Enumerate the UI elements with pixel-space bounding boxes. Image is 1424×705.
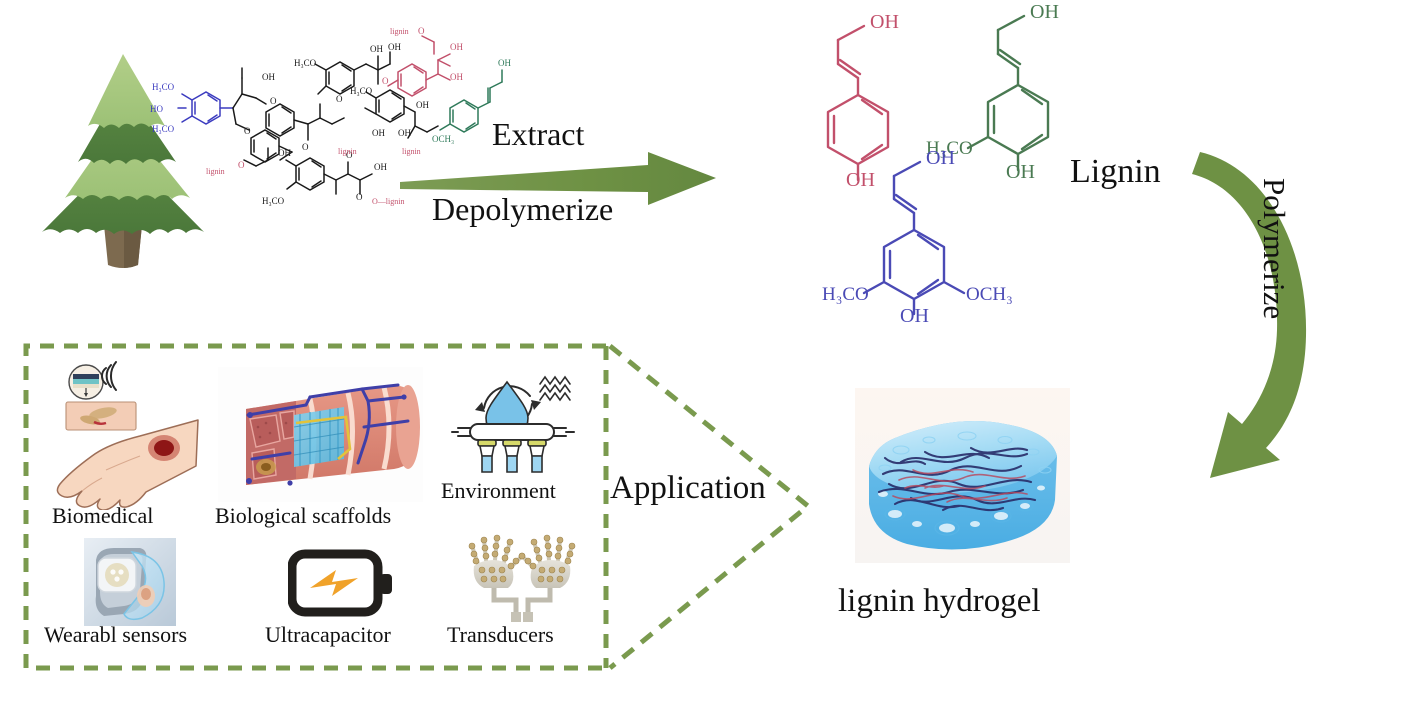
- svg-text:O: O: [336, 94, 343, 104]
- svg-text:OH: OH: [846, 169, 875, 191]
- application-caption: Biological scaffolds: [215, 503, 392, 528]
- svg-text:OH: OH: [372, 128, 385, 138]
- svg-text:O: O: [418, 26, 425, 36]
- svg-text:O: O: [382, 76, 389, 86]
- lignin-hydrogel-label: lignin hydrogel: [838, 583, 1041, 619]
- svg-text:OH: OH: [416, 100, 429, 110]
- lignin-monomer-structures: OH OH OH OH H₃CO: [820, 1, 1110, 332]
- lignin-label: Lignin: [1070, 153, 1161, 190]
- lignin-polymer-structure: H₃CO HO H₃CO: [150, 8, 520, 213]
- application-caption: Transducers: [447, 622, 554, 647]
- svg-text:lignin: lignin: [338, 147, 357, 156]
- svg-text:OH: OH: [374, 162, 387, 172]
- svg-text:O: O: [346, 150, 353, 160]
- svg-text:OH: OH: [870, 11, 899, 33]
- svg-text:H₃CO: H₃CO: [262, 196, 285, 206]
- water-filtration-icon: [448, 368, 578, 478]
- svg-text:OH: OH: [1006, 161, 1035, 183]
- svg-text:HO: HO: [150, 104, 163, 114]
- application-caption: Wearabl sensors: [44, 622, 188, 647]
- svg-text:H₃CO: H₃CO: [350, 86, 373, 96]
- svg-text:OH: OH: [498, 58, 511, 68]
- svg-text:OH: OH: [278, 148, 291, 158]
- svg-text:OH: OH: [900, 305, 929, 327]
- tree-icon: [8, 40, 238, 280]
- svg-text:H₃CO: H₃CO: [822, 284, 869, 305]
- muscle-tissue-scaffold-icon: [218, 367, 423, 502]
- battery-bolt-icon: [287, 548, 400, 620]
- svg-text:O: O: [244, 126, 251, 136]
- svg-text:lignin: lignin: [390, 27, 409, 36]
- lignin-hydrogel-image: [855, 388, 1070, 563]
- svg-text:OH: OH: [450, 42, 463, 52]
- application-caption: Biomedical: [52, 503, 154, 528]
- extract-arrow: [398, 150, 718, 210]
- wound-healing-patch-icon: [48, 360, 213, 511]
- polymerize-arrow: [1180, 140, 1370, 500]
- svg-text:H₃CO: H₃CO: [926, 138, 973, 159]
- svg-text:O: O: [356, 192, 363, 202]
- svg-text:O: O: [302, 142, 309, 152]
- svg-text:lignin: lignin: [206, 167, 225, 176]
- depolymerize-label: Depolymerize: [432, 191, 614, 227]
- svg-text:O—lignin: O—lignin: [372, 197, 404, 206]
- application-caption: Ultracapacitor: [265, 622, 391, 647]
- application-caption: Environment: [441, 478, 556, 503]
- svg-text:OH: OH: [926, 147, 955, 169]
- svg-text:H₃CO: H₃CO: [152, 82, 175, 92]
- hand-electrode-array-icon: [452, 530, 592, 625]
- svg-text:OCH₃: OCH₃: [966, 284, 1013, 305]
- application-label: Application: [610, 470, 766, 506]
- polymerize-label: Polymerize: [1257, 178, 1292, 320]
- application-arrow-outline: [18, 338, 818, 678]
- svg-text:O: O: [238, 160, 245, 170]
- svg-text:O: O: [270, 96, 277, 106]
- svg-text:OH: OH: [398, 128, 411, 138]
- svg-text:OH: OH: [450, 72, 463, 82]
- svg-text:H₃CO: H₃CO: [152, 124, 175, 134]
- smartwatch-sensor-icon: [84, 538, 176, 626]
- extract-label: Extract: [492, 116, 585, 152]
- svg-text:OH: OH: [388, 42, 401, 52]
- svg-text:lignin: lignin: [402, 147, 421, 156]
- svg-text:OCH₃: OCH₃: [432, 134, 454, 144]
- svg-text:H₃CO: H₃CO: [294, 58, 317, 68]
- svg-text:OH: OH: [1030, 2, 1059, 23]
- svg-text:OH: OH: [370, 44, 383, 54]
- svg-text:OH: OH: [262, 72, 275, 82]
